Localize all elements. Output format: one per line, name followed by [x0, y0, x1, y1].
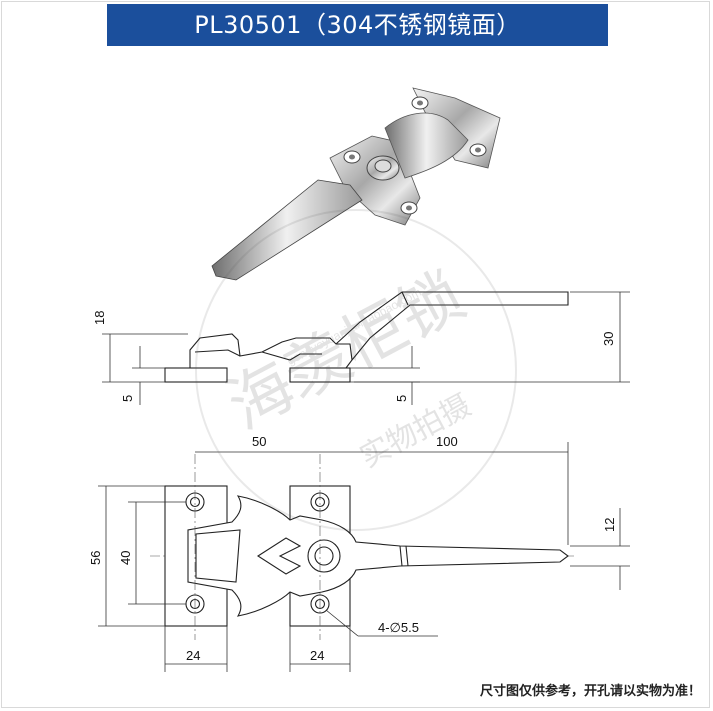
dim-30: 30: [601, 332, 616, 346]
reference-note: 尺寸图仅供参考，开孔请以实物为准！: [479, 684, 701, 699]
dim-12: 12: [602, 518, 617, 532]
dim-5-right: 5: [394, 395, 409, 402]
top-dimension-labels: 50 100 56 40 12 24 24 4-∅5.5: [88, 434, 617, 663]
dim-18: 18: [92, 311, 107, 325]
dim-5-left: 5: [120, 395, 135, 402]
side-dimension-labels: 18 5 5 30: [92, 311, 616, 402]
product-render: [211, 87, 501, 281]
top-view: [98, 442, 630, 672]
dim-24-right: 24: [310, 648, 324, 663]
dim-50: 50: [252, 434, 266, 449]
dim-56: 56: [88, 551, 103, 565]
hole-callout: 4-∅5.5: [378, 620, 419, 635]
dim-100: 100: [436, 434, 458, 449]
dim-24-left: 24: [186, 648, 200, 663]
product-title: PL30501（304不锈钢镜面）: [107, 4, 608, 46]
dim-40: 40: [118, 551, 133, 565]
side-view: [102, 291, 630, 405]
